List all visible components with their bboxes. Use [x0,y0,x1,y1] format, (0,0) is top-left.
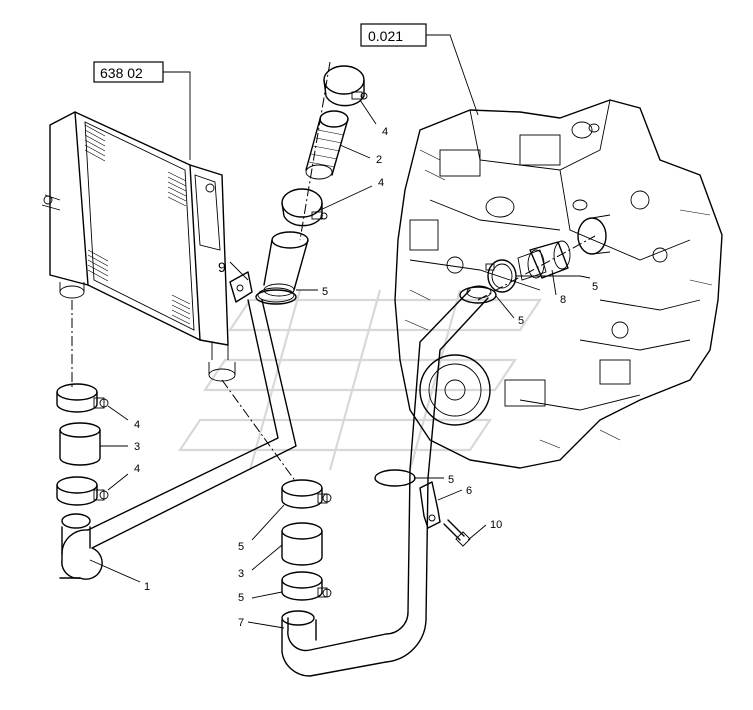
callout-top-sleeve: 2 [376,154,382,166]
engine-ref-label: 0.021 [368,28,403,44]
callout-bracket: 9 [218,259,226,275]
right-pipe-clamp-5 [374,469,416,487]
callout-left-pipe: 1 [144,581,150,593]
intercooler-ref-leader [163,71,191,160]
intercooler-ref-label: 638 02 [100,65,143,81]
engine-ref-leader [426,34,479,116]
mid-clamp-4 [281,188,328,227]
callout-pipe-clamp-upper: 5 [322,286,328,298]
engine [394,99,723,469]
mid-clamp-bottom-5 [281,571,332,601]
callout-left-clamp-bottom: 4 [134,463,140,475]
left-clamp-bottom-4 [56,476,109,506]
watermark-logo [177,289,543,471]
leader-lines [89,99,591,629]
left-clamp-top-4 [56,383,109,413]
pipe-1 [59,299,297,580]
centerline-engine [477,235,596,301]
support-bracket-6 [419,481,441,529]
intercooler-ref-box [93,61,164,83]
callout-engine-clamp: 5 [592,281,598,293]
engine-sleeve-8 [517,240,571,281]
mid-clamp-top-5 [281,479,332,509]
bolt-10 [443,519,471,547]
callout-mid-clamp-bottom: 5 [238,592,244,604]
callout-engine-pipe-clamp: 5 [518,315,524,327]
callout-engine-sleeve: 8 [560,294,566,306]
callout-bolt: 10 [490,519,502,531]
intercooler [41,111,236,382]
callout-left-sleeve: 3 [134,441,140,453]
centerline-mid [221,379,297,483]
callout-support-bracket: 6 [466,485,472,497]
pipe-clamp-upper-5 [255,289,297,305]
left-sleeve-3 [59,422,101,466]
callout-mid-clamp: 4 [378,177,384,189]
callout-mid-sleeve: 3 [238,568,244,580]
pipe-7 [281,285,492,677]
centerline-top [299,61,331,241]
callout-top-clamp: 4 [382,126,388,138]
engine-pipe-clamp-5 [459,286,497,304]
callout-left-clamp-top: 4 [134,419,140,431]
callout-right-pipe-clamp: 5 [448,474,454,486]
upper-pipe-stub [257,231,309,303]
left-pipe-end [61,513,91,529]
top-clamp-4 [323,65,368,107]
engine-ref-box [360,23,427,47]
callout-mid-clamp-top: 5 [238,541,244,553]
mid-sleeve-3 [281,522,323,566]
bracket-9 [229,271,253,303]
callout-right-pipe: 7 [238,617,244,629]
mid-pipe-end [281,610,315,626]
